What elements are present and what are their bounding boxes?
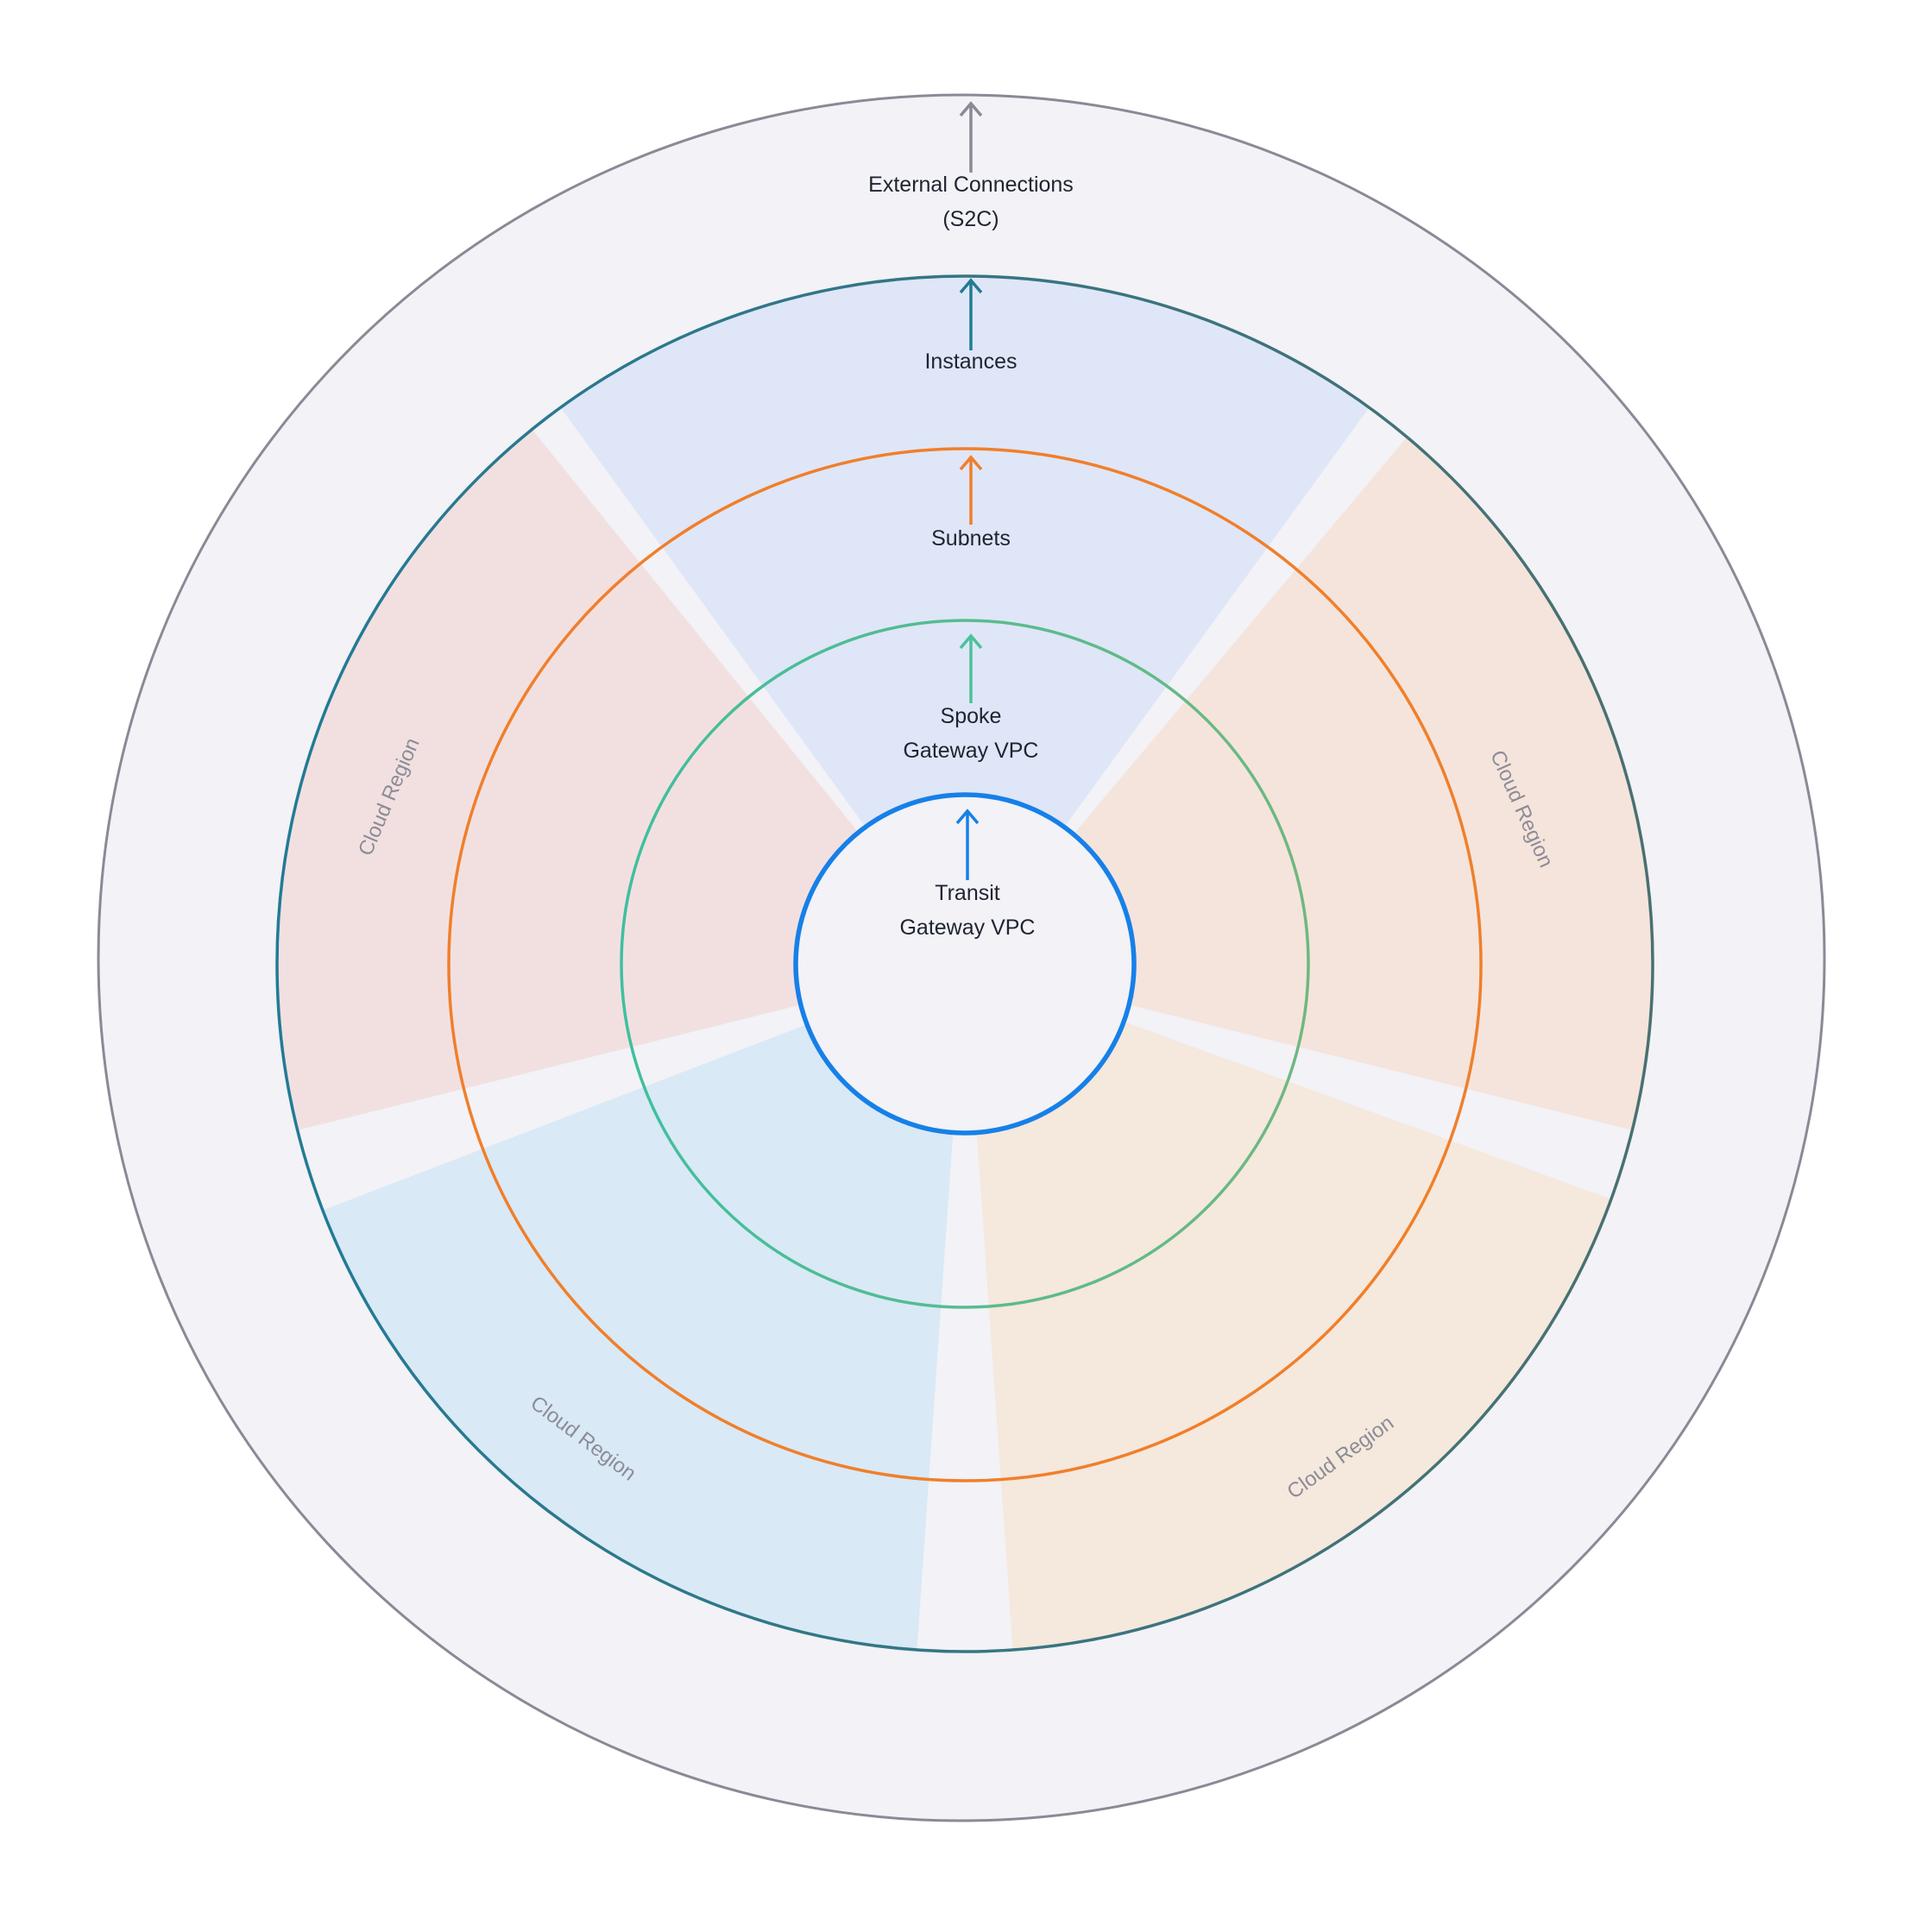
layer-label-external: (S2C) [942, 207, 999, 231]
subnets-ring [447, 447, 1483, 1482]
layer-label-spoke: Spoke [941, 704, 1002, 728]
cloud-region-sector [976, 1022, 1611, 1651]
cloud-region-sector [560, 276, 1370, 828]
layer-label-spoke: Gateway VPC [903, 739, 1038, 763]
layer-label-transit: Gateway VPC [899, 916, 1035, 940]
layer-label-external: External Connections [868, 173, 1074, 197]
spoke-gateway-vpc-ring [620, 619, 1310, 1309]
layer-arrow-instances [959, 278, 983, 350]
layer-label-transit: Transit [935, 881, 1000, 905]
cloud-region-sector [1073, 437, 1653, 1130]
layer-label-subnets: Subnets [931, 526, 1011, 551]
arrow-head-icon [959, 101, 983, 117]
arrow-head-icon [959, 278, 983, 294]
layer-arrow-spoke [959, 633, 983, 703]
arrow-head-icon [959, 633, 983, 650]
instances-ring [275, 274, 1654, 1653]
layer-arrow-subnets [959, 455, 983, 525]
layer-arrow-external [959, 101, 983, 173]
layer-label-instances: Instances [924, 349, 1017, 374]
layer-arrow-transit [955, 809, 980, 880]
arrow-head-icon [955, 809, 980, 825]
cloud-region-sector [322, 1024, 954, 1651]
cloud-region-sector [277, 429, 859, 1130]
arrow-head-icon [959, 455, 983, 471]
transit-gateway-vpc-circle [793, 792, 1137, 1136]
